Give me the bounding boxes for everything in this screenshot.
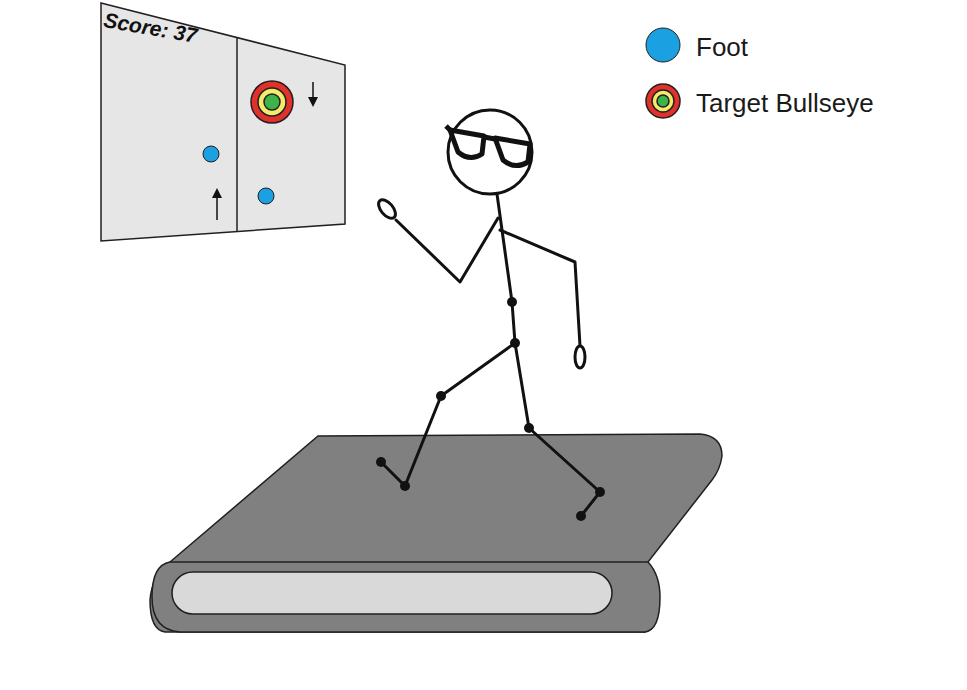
display-screen: Score: 37 [100,2,346,242]
legend-entry: Target Bullseye [644,82,944,122]
legend-entry: Foot [644,26,944,66]
legend-swatch [644,26,684,66]
treadmill [150,434,722,632]
screen-shape [100,2,346,242]
bullseye-symbol [644,82,684,122]
joint-dots [376,297,605,521]
legend-label: Target Bullseye [696,88,874,119]
glasses [446,126,530,166]
score-label: Score: 37 [102,8,199,48]
stick-figure [375,110,600,516]
legend-label: Foot [696,32,748,63]
